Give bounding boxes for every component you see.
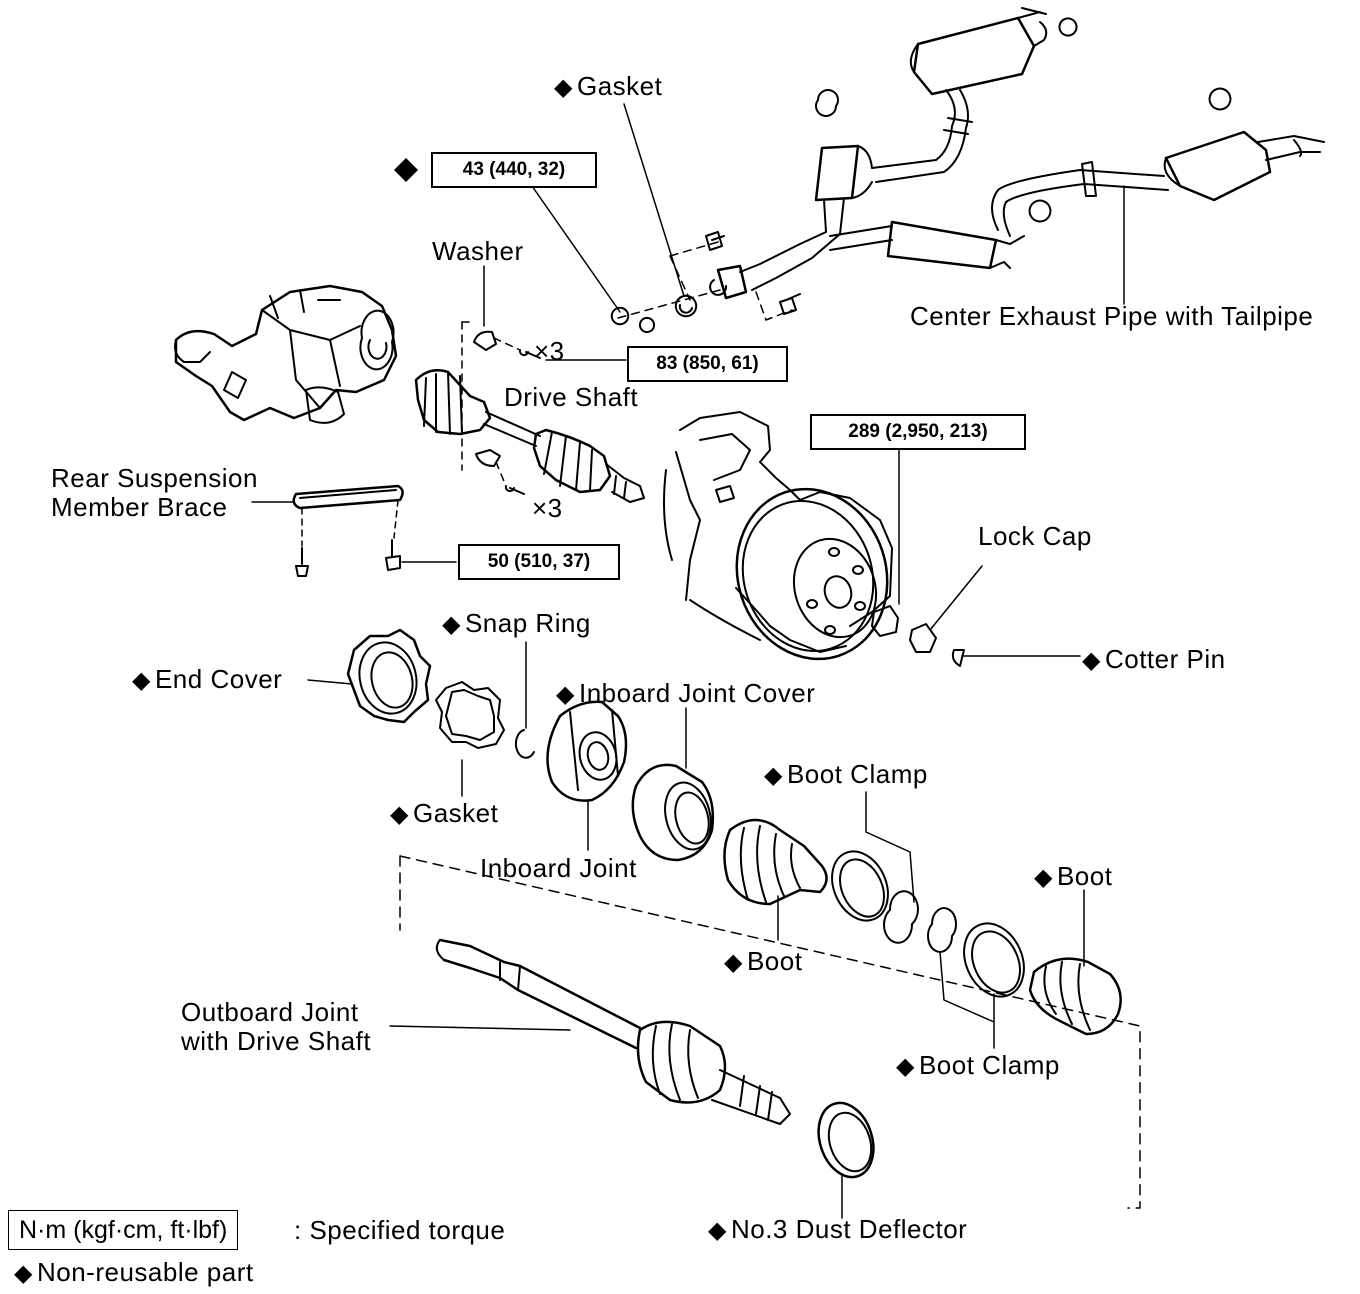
label-snap-ring: Snap Ring bbox=[442, 610, 591, 637]
label-inboard-joint-cover: Inboard Joint Cover bbox=[556, 680, 815, 707]
label-boot-clamp-upper: Boot Clamp bbox=[764, 761, 928, 788]
label-boot-inner: Boot bbox=[724, 948, 802, 975]
label-boot-outer: Boot bbox=[1034, 863, 1112, 890]
legend-torque-desc: : Specified torque bbox=[294, 1215, 506, 1245]
label-outboard-joint-1: Outboard Joint bbox=[181, 997, 359, 1027]
label-inboard-joint: Inboard Joint bbox=[480, 853, 637, 883]
torque-spec-brace: 50 (510, 37) bbox=[458, 544, 620, 580]
legend-torque-unit: N·m (kgf·cm, ft·lbf) bbox=[8, 1210, 239, 1250]
differential-drawing bbox=[174, 284, 398, 424]
label-drive-shaft: Drive Shaft bbox=[504, 382, 639, 412]
axle-hub-drawing bbox=[663, 411, 965, 667]
torque-spec-exhaust: 43 (440, 32) bbox=[431, 152, 597, 188]
nonreusable-diamond-icon bbox=[394, 158, 418, 182]
label-outboard-joint-2: with Drive Shaft bbox=[181, 1026, 372, 1056]
label-end-cover: End Cover bbox=[132, 666, 282, 693]
legend-nonreusable-desc: Non-reusable part bbox=[14, 1259, 254, 1286]
torque-spec-drive-shaft: 83 (850, 61) bbox=[627, 346, 788, 382]
label-center-exhaust-pipe: Center Exhaust Pipe with Tailpipe bbox=[910, 301, 1314, 331]
label-washer: Washer bbox=[432, 236, 524, 266]
joint-parts-drawing bbox=[346, 628, 1141, 1209]
drive-shaft-drawing bbox=[414, 321, 645, 503]
label-dust-deflector: No.3 Dust Deflector bbox=[708, 1216, 967, 1243]
quantity-upper: ×3 bbox=[534, 336, 565, 366]
label-rear-suspension-1: Rear Suspension bbox=[51, 463, 258, 493]
torque-spec-lock-nut: 289 (2,950, 213) bbox=[810, 414, 1026, 450]
label-boot-clamp-lower: Boot Clamp bbox=[896, 1052, 1060, 1079]
label-lock-cap: Lock Cap bbox=[978, 521, 1092, 551]
suspension-brace-drawing bbox=[292, 484, 404, 577]
label-rear-suspension-2: Member Brace bbox=[51, 492, 228, 522]
exhaust-system-drawing bbox=[610, 7, 1325, 334]
label-cotter-pin: Cotter Pin bbox=[1082, 646, 1226, 673]
label-gasket-exhaust: Gasket bbox=[554, 73, 662, 100]
quantity-lower: ×3 bbox=[532, 493, 563, 523]
label-gasket-joint: Gasket bbox=[390, 800, 498, 827]
leader-lines bbox=[251, 103, 1125, 1219]
